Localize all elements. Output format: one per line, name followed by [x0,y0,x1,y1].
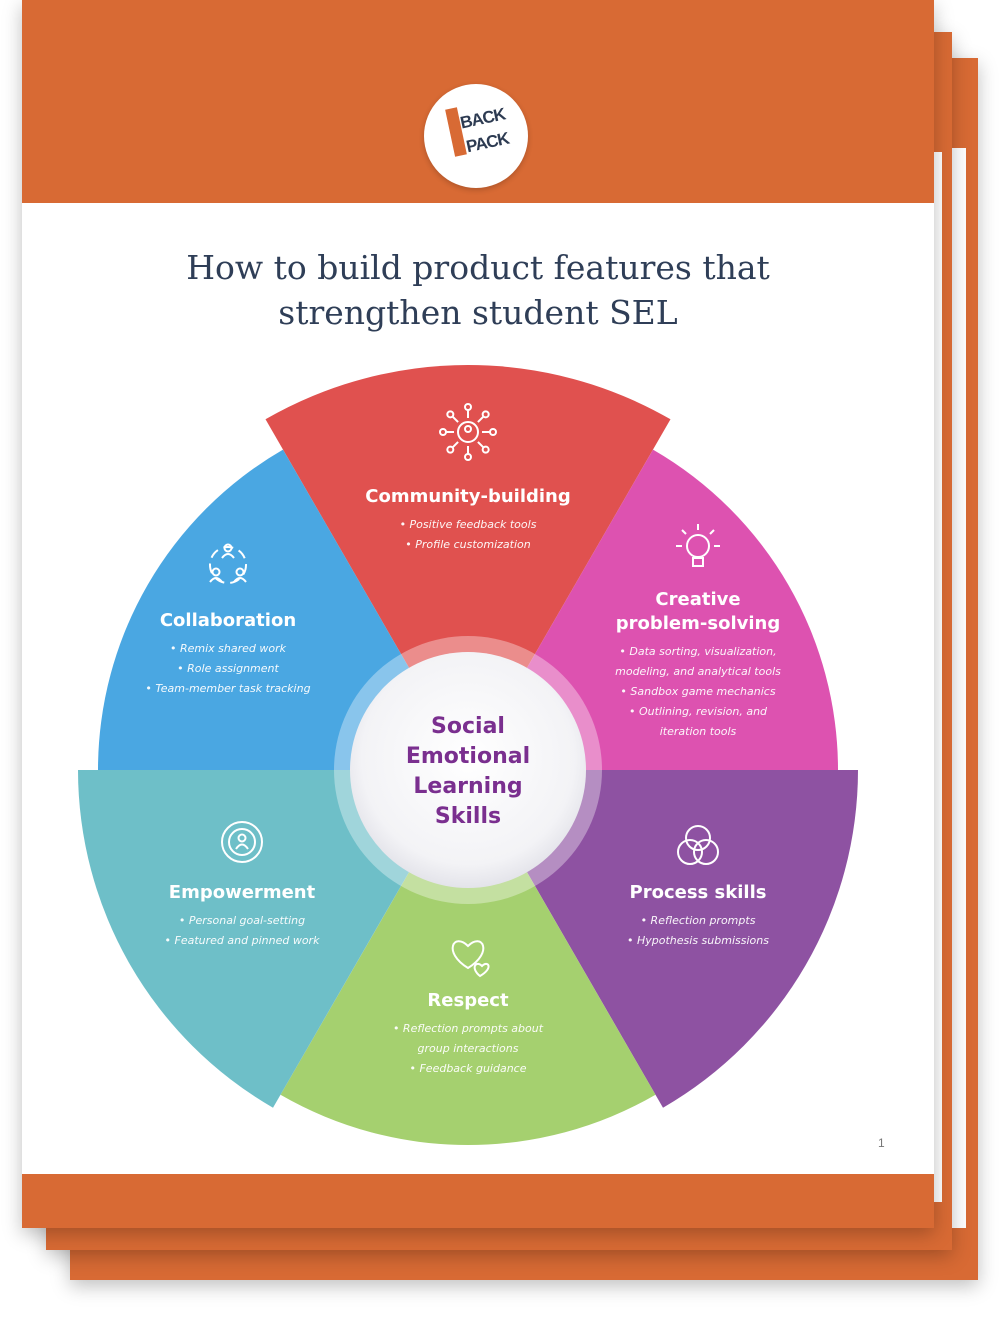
segment-heading-empowerment-0: Empowerment [169,882,316,903]
segment-wedge-community [265,365,671,770]
hearts-icon [451,940,490,978]
segment-bullet-community-1: • Profile customization [405,538,530,551]
center-label-line-2: Learning [413,774,522,799]
page-title-line-1: How to build product features that [186,248,770,287]
segment-bullet-creative-2: • Sandbox game mechanics [620,685,775,698]
page-footer-band [22,1174,934,1228]
segment-heading-creative-1: problem-solving [616,613,780,634]
segment-bullet-community-0: • Positive feedback tools [400,518,537,531]
segment-bullet-collaboration-0: • Remix shared work [170,642,287,655]
page-title-line-2: strengthen student SEL [278,293,678,332]
center-circle [350,652,586,888]
person-badge-icon [221,821,263,863]
center-label-line-1: Emotional [406,744,530,769]
segment-heading-respect-0: Respect [427,990,509,1011]
segment-wedge-creative [468,449,838,770]
segment-heading-collaboration-0: Collaboration [160,610,296,631]
segment-wedge-process [468,770,858,1108]
page-number: 1 [878,1136,885,1150]
segment-bullet-creative-0: • Data sorting, visualization, [619,645,776,658]
segment-heading-community-0: Community-building [365,486,571,507]
segment-heading-creative-0: Creative [655,589,740,610]
segment-wedge-respect [280,770,656,1146]
backpack-logo: BACK PACK [424,84,528,188]
page-title: How to build product features that stren… [22,245,934,335]
venn-circles-icon [677,825,719,865]
center-label-line-0: Social [431,714,505,739]
center-label-line-3: Skills [435,804,501,829]
segment-bullet-creative-4: iteration tools [660,725,737,738]
segment-wedge-collaboration [98,449,468,770]
segment-bullet-empowerment-1: • Featured and pinned work [165,934,321,947]
segment-bullet-respect-0: • Reflection prompts about [393,1022,544,1035]
segment-bullet-respect-2: • Feedback guidance [410,1062,527,1075]
segment-bullet-creative-1: modeling, and analytical tools [615,665,781,678]
segment-heading-process-0: Process skills [630,882,767,903]
segment-bullet-process-1: • Hypothesis submissions [627,934,769,947]
segment-bullet-creative-3: • Outlining, revision, and [629,705,768,718]
segment-wedge-empowerment [78,770,468,1108]
segment-bullet-collaboration-2: • Team-member task tracking [145,682,310,695]
sel-skills-wheel: Community-building • Positive feedback to… [78,365,858,1146]
document-page: BACK PACK How to build product features … [22,0,934,1228]
segment-bullet-collaboration-1: • Role assignment [177,662,279,675]
lightbulb-icon [676,524,720,567]
segment-bullet-respect-1: group interactions [418,1042,519,1055]
segment-bullet-process-0: • Reflection prompts [641,914,756,927]
network-people-icon [439,403,497,461]
team-circle-icon [209,543,247,584]
segment-bullet-empowerment-0: • Personal goal-setting [179,914,305,927]
